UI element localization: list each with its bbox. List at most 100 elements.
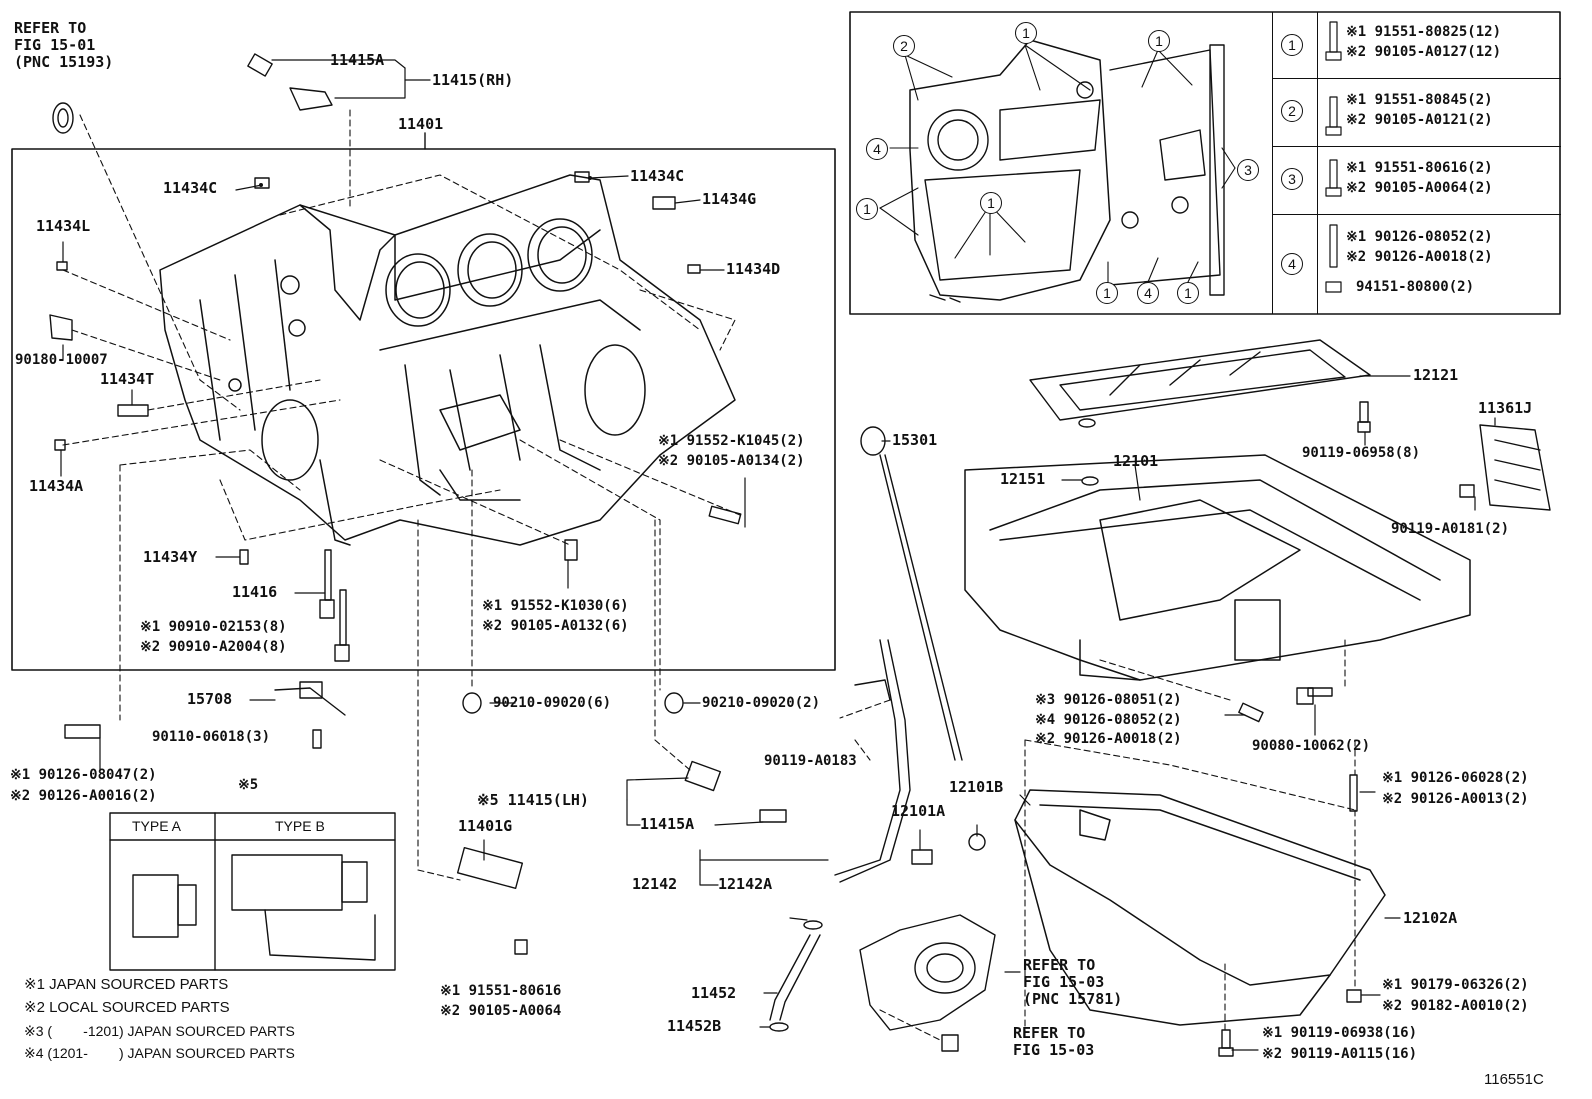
part-label: ※2 90126-A0013(2) <box>1382 791 1529 807</box>
bolt-spec-line: ※2 90105-A0121(2) <box>1346 112 1493 128</box>
part-label: 11452 <box>691 984 737 1002</box>
bolt-key-marker: 3 <box>1281 168 1303 190</box>
part-label: 11452B <box>667 1017 722 1035</box>
oil-pan-upper <box>964 454 1471 681</box>
part-label: 12102A <box>1403 909 1458 927</box>
legend-note: ※1 JAPAN SOURCED PARTS <box>24 976 229 993</box>
inset-marker: 1 <box>1015 22 1037 44</box>
legend-note: ※2 LOCAL SOURCED PARTS <box>24 999 230 1016</box>
bolt-spec-line: ※1 91551-80825(12) <box>1346 24 1502 40</box>
bolt-table-row <box>1273 146 1561 215</box>
gasket-12121 <box>1029 339 1371 421</box>
part-label: ※2 90126-A0016(2) <box>10 788 157 804</box>
bolt-spec-line: ※1 91551-80845(2) <box>1346 92 1493 108</box>
block-frame <box>11 148 836 671</box>
part-label: ※3 90126-08051(2) <box>1035 692 1182 708</box>
solid-leaders <box>60 59 1496 1051</box>
part-label: ※1 91552-K1030(6) <box>482 598 629 614</box>
part-label: 12151 <box>1000 470 1046 488</box>
inset-leaders <box>879 44 1236 283</box>
inset-marker: 1 <box>1096 282 1118 304</box>
part-label: ※1 90910-02153(8) <box>140 619 287 635</box>
part-label: 90080-10062(2) <box>1252 738 1371 754</box>
part-label: 11401 <box>398 115 444 133</box>
part-label: 12101A <box>891 802 946 820</box>
legend-note: ※4 (1201- ) JAPAN SOURCED PARTS <box>24 1045 295 1061</box>
inset-marker: 2 <box>893 35 915 57</box>
bolt-spec-line: ※1 91551-80616(2) <box>1346 160 1493 176</box>
part-label: ※2 90182-A0010(2) <box>1382 998 1529 1014</box>
inset-timing-cover <box>909 39 1225 303</box>
part-label: 11434Y <box>143 548 198 566</box>
part-label: 11434D <box>726 260 781 278</box>
part-label: 11361J <box>1478 399 1533 417</box>
bolt-table-row <box>1273 12 1561 79</box>
bolt-spec-line: ※2 90105-A0127(12) <box>1346 44 1502 60</box>
bolt-spec-line: ※1 90126-08052(2) <box>1346 229 1493 245</box>
part-label: 11434A <box>29 477 84 495</box>
part-label: 11401G <box>458 817 513 835</box>
oil-filter-bracket <box>859 914 996 1052</box>
type-a-label: TYPE A <box>132 818 182 834</box>
part-label: 11415A <box>640 815 695 833</box>
inset-marker: 1 <box>1177 282 1199 304</box>
bolt-spec-line: ※2 90105-A0064(2) <box>1346 180 1493 196</box>
type-b-label: TYPE B <box>275 818 325 834</box>
part-label: 12121 <box>1413 366 1459 384</box>
inset-marker: 4 <box>866 138 888 160</box>
part-label: ※1 91552-K1045(2) <box>658 433 805 449</box>
part-label: 90180-10007 <box>15 352 108 368</box>
engine-block-drawing <box>159 174 736 546</box>
part-label: 11434L <box>36 217 91 235</box>
part-label: ※1 90119-06938(16) <box>1262 1025 1418 1041</box>
inset-marker: 1 <box>980 192 1002 214</box>
bolt-table-divider <box>1317 12 1318 314</box>
part-label: ※1 90126-08047(2) <box>10 767 157 783</box>
bolt-spec-table <box>1272 12 1561 314</box>
part-label: 90119-06958(8) <box>1302 445 1421 461</box>
dashed-leaders <box>62 109 1356 1041</box>
part-label: 12142A <box>718 875 773 893</box>
inset-marker: 4 <box>1137 282 1159 304</box>
bolt-key-marker: 4 <box>1281 253 1303 275</box>
part-label: ※1 90179-06326(2) <box>1382 977 1529 993</box>
part-label: ※2 90910-A2004(8) <box>140 639 287 655</box>
bolts-right <box>911 401 1475 1057</box>
figure-number: 116551C <box>1484 1071 1544 1088</box>
oil-pan-lower <box>1014 789 1386 1026</box>
part-label: 12101B <box>949 778 1004 796</box>
part-label: 90119-A0183 <box>764 753 857 769</box>
reference-note-bottom: REFER TO FIG 15-03 <box>1013 1024 1095 1059</box>
part-label: ※5 <box>238 777 259 793</box>
reference-note-top-left: REFER TO FIG 15-01 (PNC 15193) <box>14 19 114 71</box>
part-label: 11416 <box>232 583 278 601</box>
bolt-table-row <box>1273 78 1561 147</box>
part-label: ※1 91551-80616 <box>440 983 562 999</box>
reference-note-oil-filter: REFER TO FIG 15-03 (PNC 15781) <box>1023 956 1123 1008</box>
part-label: ※2 90105-A0132(6) <box>482 618 629 634</box>
part-label: ※2 90105-A0134(2) <box>658 453 805 469</box>
bolt-spec-line: ※2 90126-A0018(2) <box>1346 249 1493 265</box>
part-label: ※5 11415(LH) <box>477 791 589 809</box>
part-label: 11415A <box>330 51 385 69</box>
part-label: 90110-06018(3) <box>152 729 271 745</box>
part-label: ※2 90105-A0064 <box>440 1003 562 1019</box>
part-label: 90210-09020(2) <box>702 695 821 711</box>
inset-marker: 1 <box>856 198 878 220</box>
baffle-plate <box>1479 424 1551 511</box>
bolt-table-drawings <box>1325 21 1342 293</box>
part-label: 12101 <box>1113 452 1159 470</box>
inset-frame <box>849 11 1561 315</box>
legend-note: ※3 ( -1201) JAPAN SOURCED PARTS <box>24 1023 295 1039</box>
part-label: 11415(RH) <box>432 71 514 89</box>
part-label: 11434G <box>702 190 757 208</box>
part-label: 90119-A0181(2) <box>1391 521 1510 537</box>
part-label: 12142 <box>632 875 678 893</box>
part-label: ※2 90126-A0018(2) <box>1035 731 1182 747</box>
bolt-spec-line: 94151-80800(2) <box>1356 279 1475 295</box>
inset-marker: 1 <box>1148 30 1170 52</box>
part-label: 90210-09020(6) <box>493 695 612 711</box>
part-label: ※1 90126-06028(2) <box>1382 770 1529 786</box>
